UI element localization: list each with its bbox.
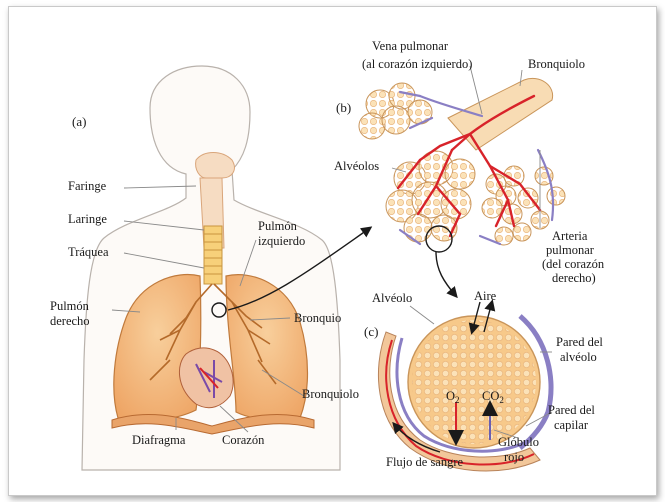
panel-c-label: (c) [364,324,378,339]
o2-text: O [446,389,455,403]
label-pared-alveolo-1: Pared del [556,335,603,349]
label-bronquiolo-b: Bronquiolo [528,57,585,71]
label-alveolos: Alvéolos [334,159,379,173]
label-globulo-2: rojo [504,450,524,464]
bronchiole-illustration [359,78,565,252]
label-pulmon-derecho-1: Pulmón [50,299,90,313]
label-corazon: Corazón [222,433,265,447]
label-pared-capilar-2: capilar [554,418,589,432]
label-pared-alveolo-2: alvéolo [560,350,597,364]
label-arteria-3: (del corazón [542,257,605,271]
co2-text: CO [482,389,499,403]
label-arteria-4: derecho) [552,271,596,285]
label-vena-2: (al corazón izquierdo) [362,57,472,71]
label-flujo-sangre: Flujo de sangre [386,455,464,469]
panel-b-label: (b) [336,100,351,115]
co2-subscript: 2 [499,395,504,405]
panel-a-label: (a) [72,114,86,129]
o2-subscript: 2 [455,395,460,405]
label-globulo-1: Glóbulo [498,435,539,449]
label-pared-capilar-1: Pared del [548,403,595,417]
label-pulmon-izquierdo-2: izquierdo [258,234,305,248]
label-aire: Aire [474,289,497,303]
label-vena-1: Vena pulmonar [372,39,449,53]
label-arteria-1: Arteria [552,229,588,243]
label-bronquiolo-a: Bronquiolo [302,387,359,401]
label-traquea: Tráquea [68,245,109,259]
label-bronquio: Bronquio [294,311,341,325]
zoom-arrow-b-to-c [436,252,456,296]
label-laringe: Laringe [68,212,107,226]
torso-illustration [82,66,340,470]
label-faringe: Faringe [68,179,107,193]
label-pulmon-izquierdo-1: Pulmón [258,219,298,233]
label-diafragma: Diafragma [132,433,186,447]
label-pulmon-derecho-2: derecho [50,314,90,328]
label-arteria-2: pulmonar [546,243,595,257]
label-alveolo: Alvéolo [372,291,412,305]
